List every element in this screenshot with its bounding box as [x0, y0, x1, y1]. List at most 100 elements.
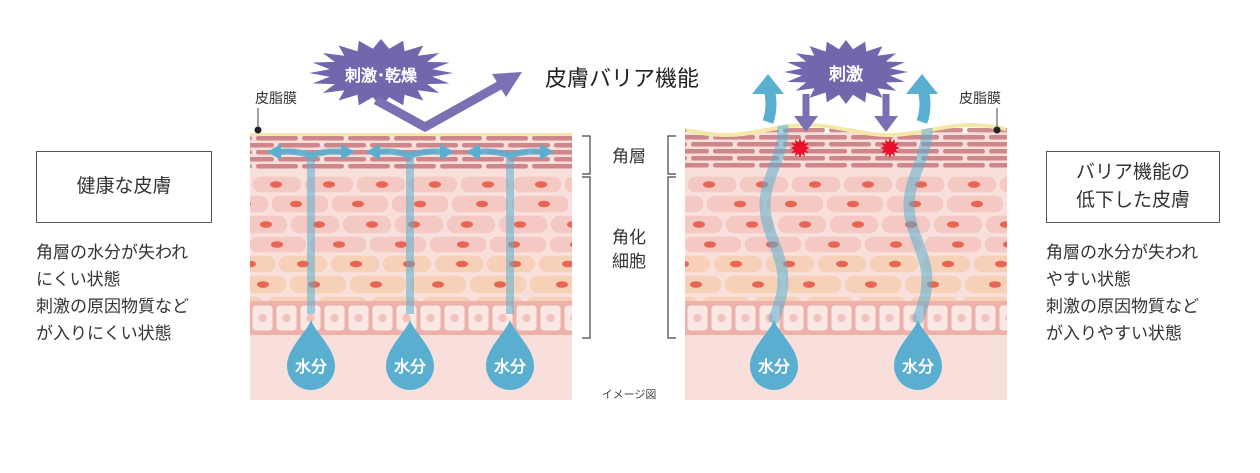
corneocyte: [348, 136, 390, 141]
cell-nucleus: [947, 221, 959, 228]
sebum-film: [250, 133, 572, 135]
corneocyte: [829, 142, 871, 147]
cell-nucleus: [323, 181, 335, 188]
water-drop: [386, 320, 434, 390]
cell-nucleus: [650, 181, 662, 188]
water-leak-path: [903, 100, 933, 324]
burst-shape: [309, 39, 453, 107]
cell-nucleus: [290, 200, 302, 208]
keratinocyte-cell: [570, 198, 572, 210]
cell-nucleus: [693, 221, 705, 228]
keratinocyte-cell: [685, 194, 705, 214]
corneocyte: [394, 164, 436, 169]
cell-nucleus: [482, 181, 494, 188]
cell-nucleus: [260, 221, 272, 228]
water-arrowhead: [440, 144, 454, 160]
corneocyte: [508, 157, 550, 162]
corneocyte: [921, 142, 963, 147]
layer-brackets: [582, 135, 676, 339]
barrier-arrow-head: [492, 72, 522, 97]
corneocyte: [554, 157, 572, 162]
irritant-entry-arrows: [794, 94, 898, 132]
cell-nucleus: [890, 241, 902, 248]
cell-nucleus: [271, 241, 283, 248]
corneocyte: [691, 142, 733, 147]
corneocyte: [685, 156, 687, 161]
cell-nucleus: [414, 200, 426, 208]
basal-nucleus: [354, 313, 363, 323]
corneocyte: [783, 156, 825, 161]
healthy-skin-description: 角層の水分が失われ にくい状態 刺激の原因物質など が入りにくい状態: [36, 240, 189, 348]
corneocyte: [462, 157, 504, 162]
basal-cell: [563, 304, 572, 332]
cell-nucleus: [672, 201, 684, 208]
cell-nucleus: [752, 281, 764, 288]
basal-nucleus: [498, 313, 507, 323]
irritant-dry-burst: 刺激･乾燥: [309, 39, 453, 107]
basal-nucleus: [282, 313, 291, 323]
water-channel: [307, 152, 315, 314]
keratinocyte-layer: [250, 175, 601, 314]
cell-nucleus: [333, 241, 345, 248]
corneocyte: [532, 136, 572, 141]
cell-nucleus: [785, 200, 797, 208]
corneocyte: [967, 156, 1007, 161]
cell-nucleus: [538, 200, 550, 208]
healthy-skin-label: 健康な皮膚: [76, 175, 172, 198]
cell-nucleus: [704, 241, 716, 248]
keratinocyte-cell: [1005, 198, 1007, 210]
cell-nucleus: [494, 281, 506, 288]
damaged-skin-label-line: 低下した皮膚: [1075, 189, 1190, 211]
corneocyte: [851, 163, 893, 168]
cell-nucleus: [746, 221, 758, 228]
irritant-arrow-head: [874, 116, 898, 132]
corneocyte: [713, 149, 755, 154]
corneocyte: [685, 149, 709, 154]
damaged-skin-label-box: バリア機能の 低下した皮膚: [1046, 151, 1220, 223]
corneocyte: [943, 135, 985, 140]
water-drop-label: 水分: [295, 357, 327, 376]
corneocyte: [278, 143, 320, 148]
basal-nucleus: [717, 313, 726, 323]
water-drops-left: 水分水分水分: [287, 320, 534, 390]
basal-nucleus: [789, 313, 798, 323]
water-drops-right: 水分水分: [750, 320, 942, 390]
cell-nucleus: [366, 221, 378, 228]
description-line: にくい状態: [36, 270, 121, 290]
water-arrowhead: [267, 144, 281, 160]
basal-nucleus: [1005, 314, 1007, 322]
escape-arrow-head: [752, 74, 784, 94]
cell-nucleus: [395, 241, 407, 248]
keratinocyte-cell: [983, 235, 1007, 254]
basal-nucleus: [474, 313, 483, 323]
basal-nucleus: [306, 313, 315, 323]
cell-nucleus: [828, 241, 840, 248]
water-drop-label: 水分: [394, 357, 426, 376]
corneocyte: [989, 135, 1007, 140]
corneocyte: [685, 142, 687, 147]
cell-nucleus: [589, 201, 601, 208]
cell-nucleus: [370, 281, 382, 288]
cell-nucleus: [250, 260, 256, 268]
keratinocyte-cell: [250, 254, 277, 274]
basal-cell: [998, 304, 1007, 332]
corneocyte: [805, 149, 847, 154]
corneocyte: [302, 136, 344, 141]
cell-nucleus: [1000, 221, 1007, 228]
water-arrowhead: [540, 144, 554, 160]
healthy-skin-label-box: 健康な皮膚: [36, 151, 212, 223]
corneocyte: [256, 164, 298, 169]
cell-nucleus: [313, 221, 325, 228]
basal-nucleus: [813, 313, 822, 323]
cell-nucleus: [836, 260, 848, 268]
corneocyte: [370, 143, 412, 148]
water-arrowhead: [366, 144, 380, 160]
corneocyte: [967, 142, 1007, 147]
description-line: 角層の水分が失われ: [36, 243, 189, 263]
cell-nucleus: [270, 181, 282, 188]
basal-nucleus: [450, 313, 459, 323]
corneocyte: [921, 156, 963, 161]
keratinocyte-cell: [250, 194, 270, 214]
cell-nucleus: [562, 260, 572, 268]
keratinocyte-cell: [685, 181, 686, 188]
